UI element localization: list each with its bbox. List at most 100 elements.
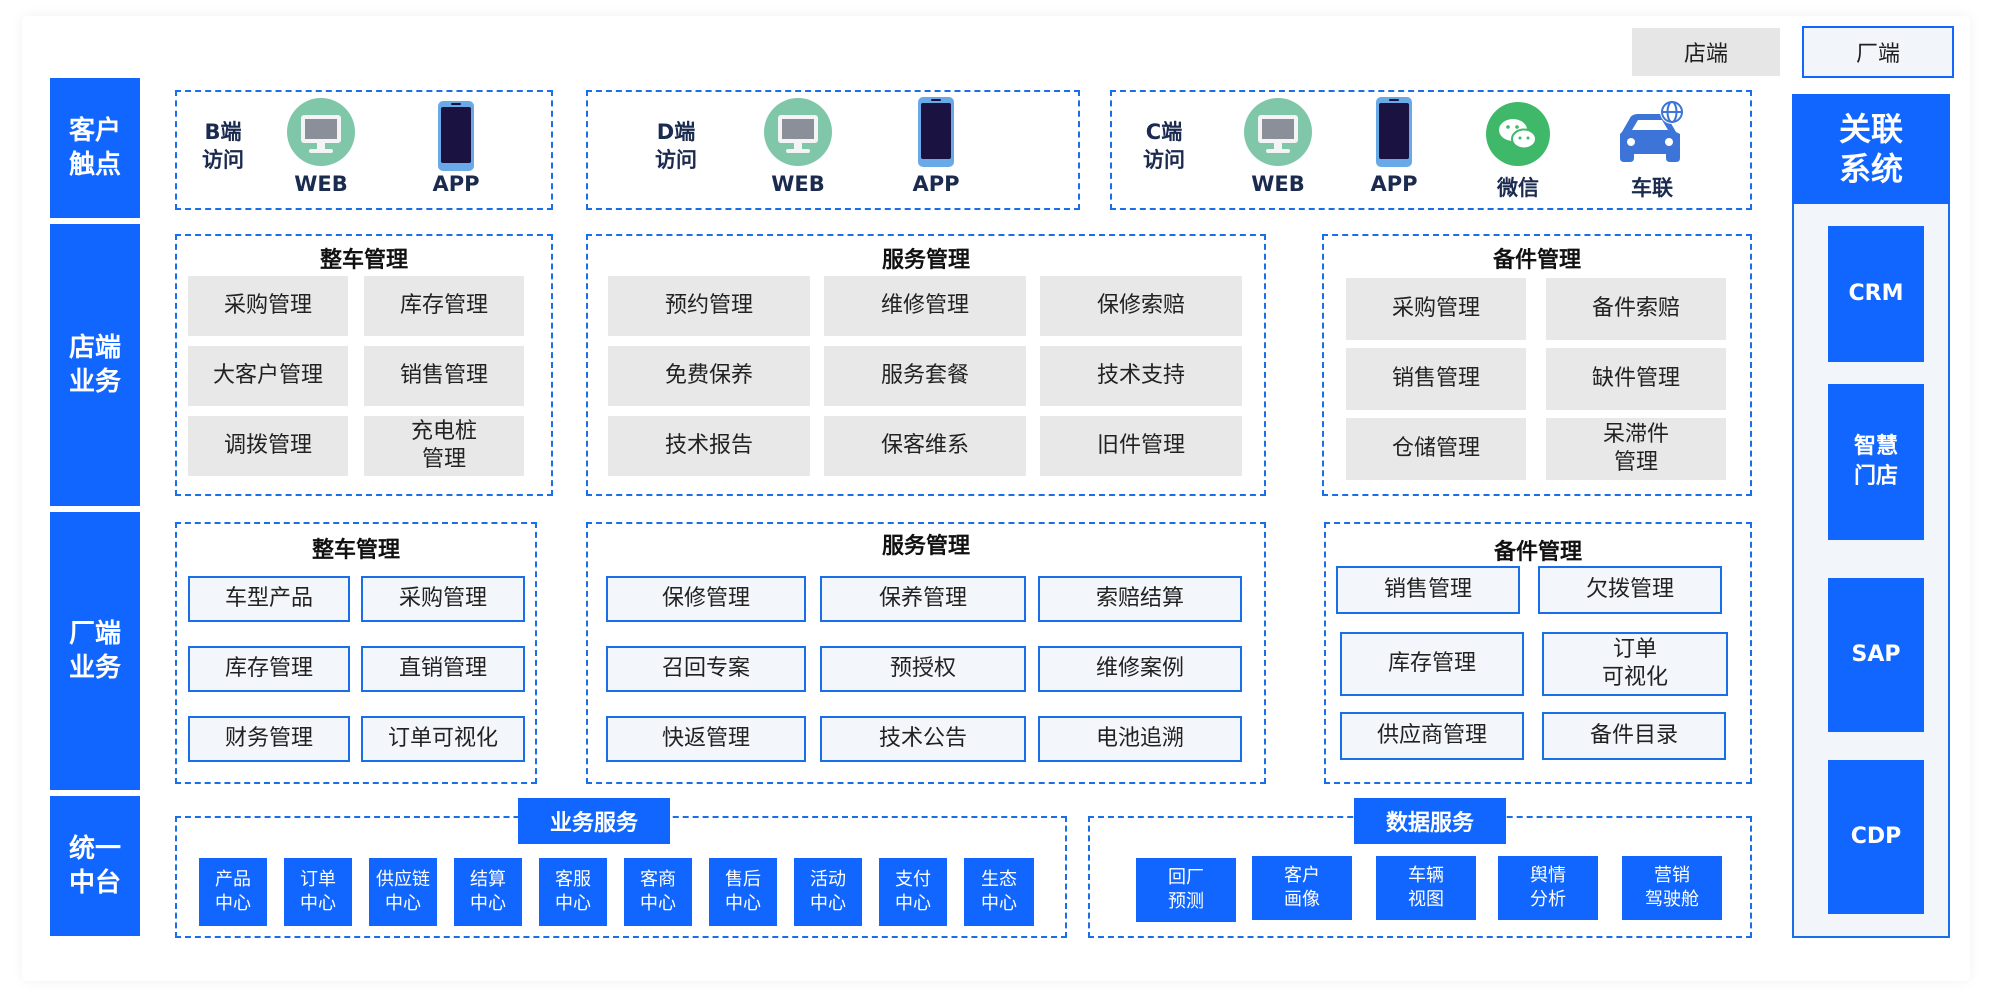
factory-parts-item[interactable]: 供应商管理 xyxy=(1340,712,1524,760)
factory-parts-item[interactable]: 订单 可视化 xyxy=(1542,632,1728,696)
smart-store-system[interactable]: 智慧 门店 xyxy=(1828,384,1924,540)
store-vehicle-title: 整车管理 xyxy=(319,248,408,273)
store-parts-item[interactable]: 呆滞件 管理 xyxy=(1546,418,1726,480)
business-service-item[interactable]: 客服 中心 xyxy=(539,858,607,926)
factory-parts-title: 备件管理 xyxy=(1493,540,1582,565)
c-web-label: WEB xyxy=(1251,172,1305,196)
data-service-item[interactable]: 营销 驾驶舱 xyxy=(1622,856,1722,920)
store-service-item[interactable]: 维修管理 xyxy=(824,276,1026,336)
store-service-group xyxy=(586,234,1266,496)
data-service-item[interactable]: 车辆 视图 xyxy=(1376,856,1476,920)
data-service-item[interactable]: 回厂 预测 xyxy=(1136,858,1236,922)
d-access-group xyxy=(586,90,1080,210)
factory-vehicle-item[interactable]: 订单可视化 xyxy=(361,716,525,762)
b-web-label: WEB xyxy=(294,172,348,196)
d-web-label: WEB xyxy=(771,172,825,196)
store-service-title: 服务管理 xyxy=(881,248,970,273)
monitor-icon xyxy=(1244,98,1312,166)
business-service-item[interactable]: 售后 中心 xyxy=(709,858,777,926)
cdp-system[interactable]: CDP xyxy=(1828,760,1924,914)
business-service-item[interactable]: 生态 中心 xyxy=(964,858,1034,926)
factory-service-group xyxy=(586,522,1266,784)
business-service-item[interactable]: 供应链 中心 xyxy=(369,858,437,926)
c-wechat-label: 微信 xyxy=(1497,176,1539,200)
factory-vehicle-item[interactable]: 车型产品 xyxy=(188,576,350,622)
store-vehicle-item[interactable]: 销售管理 xyxy=(364,346,524,406)
store-service-item[interactable]: 技术支持 xyxy=(1040,346,1242,406)
wechat-icon xyxy=(1486,102,1550,166)
store-vehicle-item[interactable]: 库存管理 xyxy=(364,276,524,336)
factory-parts-item[interactable]: 库存管理 xyxy=(1340,632,1524,696)
store-service-item[interactable]: 保客维系 xyxy=(824,416,1026,476)
factory-parts-group xyxy=(1324,522,1752,784)
d-app-label: APP xyxy=(912,172,960,196)
phone-icon xyxy=(1370,96,1418,168)
factory-service-title: 服务管理 xyxy=(881,534,970,559)
store-parts-item[interactable]: 备件索赔 xyxy=(1546,278,1726,340)
d-access-label: D端 访问 xyxy=(655,120,697,172)
store-service-item[interactable]: 旧件管理 xyxy=(1040,416,1242,476)
store-service-item[interactable]: 技术报告 xyxy=(608,416,810,476)
factory-service-item[interactable]: 索赔结算 xyxy=(1038,576,1242,622)
store-vehicle-group xyxy=(175,234,553,496)
business-service-item[interactable]: 产品 中心 xyxy=(199,858,267,926)
store-vehicle-item[interactable]: 大客户管理 xyxy=(188,346,348,406)
crm-system[interactable]: CRM xyxy=(1828,226,1924,362)
business-service-item[interactable]: 客商 中心 xyxy=(624,858,692,926)
c-app-label: APP xyxy=(1370,172,1418,196)
store-parts-item[interactable]: 缺件管理 xyxy=(1546,348,1726,410)
c-carnet-label: 车联 xyxy=(1631,176,1673,200)
store-service-item[interactable]: 免费保养 xyxy=(608,346,810,406)
factory-vehicle-item[interactable]: 财务管理 xyxy=(188,716,350,762)
store-parts-title: 备件管理 xyxy=(1492,248,1581,273)
factory-service-item[interactable]: 保养管理 xyxy=(820,576,1026,622)
sap-system[interactable]: SAP xyxy=(1828,578,1924,732)
store-service-item[interactable]: 预约管理 xyxy=(608,276,810,336)
b-access-label: B端 访问 xyxy=(202,120,244,172)
business-service-item[interactable]: 活动 中心 xyxy=(794,858,862,926)
b-app-label: APP xyxy=(432,172,480,196)
factory-service-item[interactable]: 快返管理 xyxy=(606,716,806,762)
factory-vehicle-group xyxy=(175,522,537,784)
store-parts-group xyxy=(1322,234,1752,496)
factory-service-item[interactable]: 电池追溯 xyxy=(1038,716,1242,762)
factory-service-item[interactable]: 保修管理 xyxy=(606,576,806,622)
factory-service-item[interactable]: 预授权 xyxy=(820,646,1026,692)
store-vehicle-item[interactable]: 充电桩 管理 xyxy=(364,416,524,476)
store-view-button[interactable]: 店端 xyxy=(1632,28,1780,76)
factory-parts-item[interactable]: 欠拨管理 xyxy=(1538,566,1722,614)
row-label-touchpoint: 客户 触点 xyxy=(50,78,140,218)
factory-parts-item[interactable]: 备件目录 xyxy=(1542,712,1726,760)
factory-service-item[interactable]: 技术公告 xyxy=(820,716,1026,762)
factory-vehicle-item[interactable]: 库存管理 xyxy=(188,646,350,692)
factory-vehicle-title: 整车管理 xyxy=(311,538,400,563)
data-service-item[interactable]: 客户 画像 xyxy=(1252,856,1352,920)
c-access-group xyxy=(1110,90,1752,210)
factory-vehicle-item[interactable]: 直销管理 xyxy=(361,646,525,692)
business-service-item[interactable]: 订单 中心 xyxy=(284,858,352,926)
store-vehicle-item[interactable]: 采购管理 xyxy=(188,276,348,336)
b-access-group xyxy=(175,90,553,210)
factory-view-button[interactable]: 厂端 xyxy=(1802,26,1954,78)
data-service-item[interactable]: 舆情 分析 xyxy=(1498,856,1598,920)
row-label-factory: 厂端 业务 xyxy=(50,512,140,790)
store-service-item[interactable]: 服务套餐 xyxy=(824,346,1026,406)
business-service-item[interactable]: 支付 中心 xyxy=(879,858,947,926)
monitor-icon xyxy=(764,98,832,166)
store-parts-item[interactable]: 采购管理 xyxy=(1346,278,1526,340)
factory-service-item[interactable]: 召回专案 xyxy=(606,646,806,692)
store-service-item[interactable]: 保修索赔 xyxy=(1040,276,1242,336)
store-parts-item[interactable]: 仓储管理 xyxy=(1346,418,1526,480)
connected-car-icon xyxy=(1614,98,1688,168)
phone-icon xyxy=(432,100,480,172)
row-label-middle: 统一 中台 xyxy=(50,796,140,936)
row-label-store: 店端 业务 xyxy=(50,224,140,506)
store-vehicle-item[interactable]: 调拨管理 xyxy=(188,416,348,476)
factory-parts-item[interactable]: 销售管理 xyxy=(1336,566,1520,614)
factory-vehicle-item[interactable]: 采购管理 xyxy=(361,576,525,622)
c-access-label: C端 访问 xyxy=(1143,120,1185,172)
factory-service-item[interactable]: 维修案例 xyxy=(1038,646,1242,692)
monitor-icon xyxy=(287,98,355,166)
business-service-item[interactable]: 结算 中心 xyxy=(454,858,522,926)
store-parts-item[interactable]: 销售管理 xyxy=(1346,348,1526,410)
